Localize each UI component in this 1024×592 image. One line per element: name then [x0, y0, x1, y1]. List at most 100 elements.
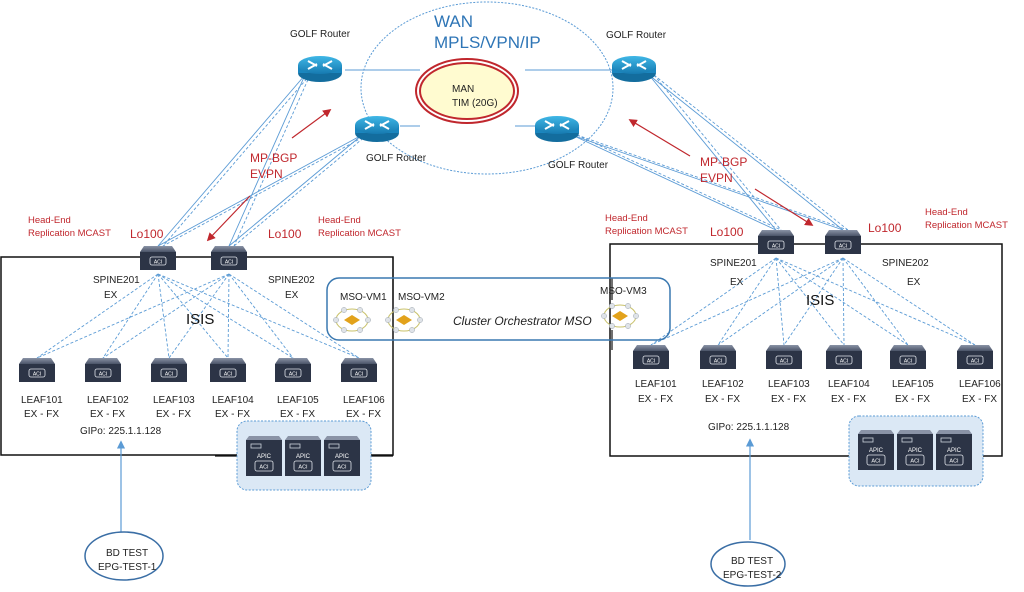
- aci-badge-text: ACI: [99, 372, 107, 378]
- apic-body: [897, 434, 933, 470]
- site-2-leaf-switch-icon[interactable]: ACI: [766, 345, 802, 369]
- router-icon[interactable]: [612, 56, 656, 82]
- site-2-spine-switch-icon[interactable]: ACI: [825, 230, 861, 254]
- site-1-spine-switch-icon[interactable]: ACI: [140, 246, 176, 270]
- site-2-fabric-box: [609, 243, 1003, 457]
- mso-vm-icon[interactable]: [601, 303, 639, 329]
- router-label-mid-right: GOLF Router: [548, 160, 609, 171]
- isis-link: [650, 257, 777, 346]
- site-1-her-right-line1: Head-End: [318, 215, 361, 226]
- site-2-epg-name: EPG-TEST-2: [723, 570, 782, 581]
- isis-link: [717, 257, 844, 346]
- switch-top: [758, 230, 794, 236]
- man-tim-label: TIM (20G): [452, 98, 498, 109]
- site-2-leaf-name: LEAF105: [892, 379, 934, 390]
- site-2-spine-switch-icon[interactable]: ACI: [758, 230, 794, 254]
- mso-node-icon: [341, 327, 347, 333]
- router-icon[interactable]: [535, 116, 579, 142]
- aci-badge-icon: [284, 368, 302, 378]
- site-2-leaf-model: EX - FX: [771, 394, 806, 405]
- site-2-leaf-model: EX - FX: [831, 394, 866, 405]
- isis-link: [228, 273, 360, 359]
- apic-label: APIC: [335, 454, 350, 460]
- site-1-leaf-switch-icon[interactable]: ACI: [19, 358, 55, 382]
- apic-drive-icon: [862, 437, 874, 443]
- site-1-leaf-switch-icon[interactable]: ACI: [275, 358, 311, 382]
- apic-drive-icon: [940, 437, 952, 443]
- site-2-leaf-switch-icon[interactable]: ACI: [957, 345, 993, 369]
- switch-top: [890, 345, 926, 351]
- site-1-spine-switch-icon[interactable]: ACI: [211, 246, 247, 270]
- site-1-bd-bubble: BD TEST EPG-TEST-1: [84, 531, 164, 581]
- isis-link: [775, 257, 976, 346]
- apic-body: [285, 440, 321, 476]
- site-2-bd-name: BD TEST: [731, 556, 773, 567]
- site-2-leaf-name: LEAF103: [768, 379, 810, 390]
- mso-node-icon: [601, 313, 607, 319]
- apic-top: [897, 430, 933, 434]
- mso-vm-icon[interactable]: [333, 307, 371, 333]
- mso-node-icon: [341, 307, 347, 313]
- router-label-top-right: GOLF Router: [606, 30, 667, 41]
- wan-uplink: [571, 134, 777, 231]
- aci-badge-text: ACI: [949, 459, 959, 465]
- mpbgp-arrow-left-up: [291, 109, 332, 139]
- aci-badge-text: ACI: [154, 260, 162, 266]
- mso-node-icon: [393, 327, 399, 333]
- aci-badge-icon: [966, 355, 984, 365]
- mso-vm-icon[interactable]: [385, 307, 423, 333]
- aci-badge-icon: [866, 454, 886, 466]
- isis-link: [36, 273, 159, 359]
- site-1-leaf-switch-icon[interactable]: ACI: [341, 358, 377, 382]
- apic-label: APIC: [908, 448, 923, 454]
- aci-badge-text: ACI: [355, 372, 363, 378]
- mso-node-icon: [393, 307, 399, 313]
- man-ring: MAN TIM (20G): [415, 58, 519, 124]
- router-icon[interactable]: [298, 56, 342, 82]
- switch-top: [140, 246, 176, 252]
- fabric-links: [36, 74, 976, 457]
- site-1-leaf-name: LEAF103: [153, 395, 195, 406]
- site-2-leaf-switch-icon[interactable]: ACI: [700, 345, 736, 369]
- isis-link: [227, 273, 230, 359]
- apic-top: [324, 436, 360, 440]
- switch-top: [957, 345, 993, 351]
- router-icon[interactable]: [355, 116, 399, 142]
- site-2-leaf-switch-icon[interactable]: ACI: [890, 345, 926, 369]
- site-1-leaf-switch-icon[interactable]: ACI: [151, 358, 187, 382]
- router-arrows-icon: [544, 120, 570, 130]
- switch-top: [211, 246, 247, 252]
- switch-body: [210, 364, 246, 382]
- switch-top: [151, 358, 187, 364]
- wan-uplink-dashed: [576, 134, 782, 231]
- switch-body: [275, 364, 311, 382]
- wan-uplink: [157, 134, 363, 247]
- apic-drive-icon: [250, 443, 262, 449]
- aci-badge-text: ACI: [337, 465, 347, 471]
- mso-node-icon: [625, 303, 631, 309]
- switch-top: [766, 345, 802, 351]
- aci-badge-icon: [834, 240, 852, 250]
- site-1-leaf-name: LEAF104: [212, 395, 254, 406]
- site-1-apic-server-icon[interactable]: APIC ACI: [324, 436, 360, 476]
- mso-core-icon: [396, 315, 412, 325]
- site-1-leaf-switch-icon[interactable]: ACI: [85, 358, 121, 382]
- site-1-spine202-model: EX: [285, 290, 299, 301]
- aci-badge-text: ACI: [165, 372, 173, 378]
- aci-badge-icon: [350, 368, 368, 378]
- site-2-leaf-switch-icon[interactable]: ACI: [633, 345, 669, 369]
- site-1-her-right-line2: Replication MCAST: [318, 228, 401, 239]
- switch-body: [151, 364, 187, 382]
- site-2-spine202-name: SPINE202: [882, 258, 929, 269]
- isis-link: [168, 273, 230, 359]
- isis-link: [157, 273, 360, 359]
- site-1-leaf-switch-icon[interactable]: ACI: [210, 358, 246, 382]
- isis-link: [157, 273, 229, 359]
- site-2-leaf-switch-icon[interactable]: ACI: [826, 345, 862, 369]
- site-2-lo100-right: Lo100: [868, 221, 902, 235]
